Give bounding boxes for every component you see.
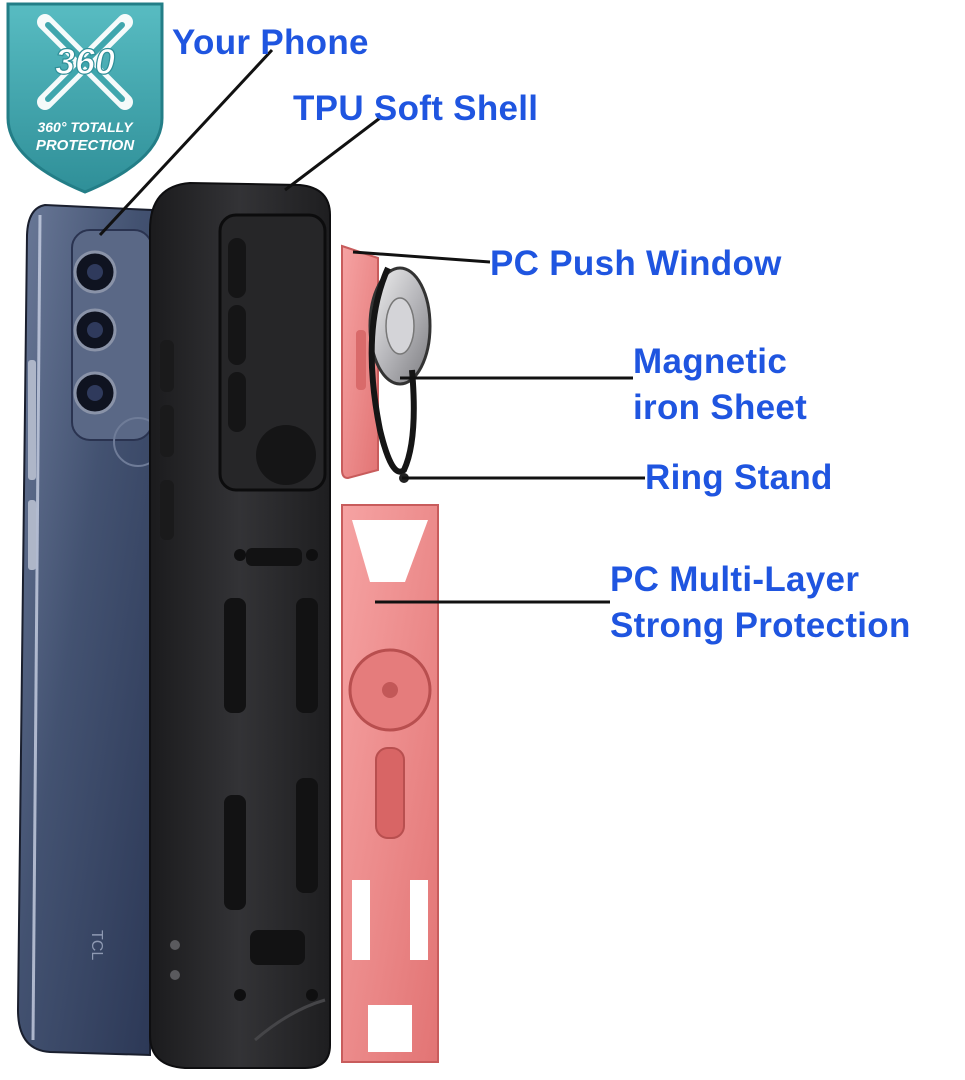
shell-camera-window: [218, 213, 327, 492]
protection-badge: 360 360° TOTALLY PROTECTION: [6, 2, 164, 194]
badge-line2: PROTECTION: [36, 137, 136, 154]
badge-line1: 360° TOTALLY: [37, 119, 134, 135]
camera-lens-icon: [73, 250, 117, 415]
leader-your-phone: [98, 48, 274, 237]
tpu-shell: [149, 181, 331, 1069]
magnetic-disc-inner: [385, 297, 415, 355]
label-your-phone: Your Phone: [172, 23, 369, 62]
shell-grips: [224, 548, 318, 965]
shell-bottom-holes: [170, 940, 180, 980]
pc-multi-layer-plate: [341, 504, 439, 1063]
leader-tpu-shell: [284, 116, 381, 192]
push-window-slider: [356, 330, 366, 390]
ring-stand-assembly: [368, 266, 432, 483]
phone-brand: TCL: [88, 930, 105, 960]
label-pc-push-window: PC Push Window: [490, 244, 782, 283]
shell-buttons: [160, 340, 174, 540]
pc-plate-ring-clip: [375, 747, 405, 839]
pc-push-window: [341, 244, 379, 480]
phone-side-button: [28, 360, 36, 480]
badge-number: 360: [55, 41, 115, 82]
leader-lines: [98, 48, 645, 604]
label-ring-stand: Ring Stand: [645, 458, 833, 497]
leader-push-window: [352, 250, 491, 264]
shell-bottom-lip: [254, 998, 326, 1042]
label-pc-multi-layer: PC Multi-Layer Strong Protection: [610, 560, 911, 645]
shell-fingerprint-hole: [256, 425, 316, 485]
pc-plate-cutouts: [352, 520, 428, 1052]
label-tpu-soft-shell: TPU Soft Shell: [293, 89, 539, 128]
cross-inner-icon: [45, 22, 125, 102]
shell-camera-holes: [228, 238, 246, 432]
pc-plate-center-dot: [382, 682, 398, 698]
phone-edge-highlight: [31, 214, 42, 1041]
shield-icon: [6, 2, 164, 194]
phone: TCL: [16, 203, 163, 1057]
label-magnetic-iron-sheet: Magnetic iron Sheet: [633, 342, 808, 427]
ring-stand-icon: [368, 266, 417, 475]
phone-side-button: [28, 500, 36, 570]
shell-studs: [234, 549, 318, 1001]
